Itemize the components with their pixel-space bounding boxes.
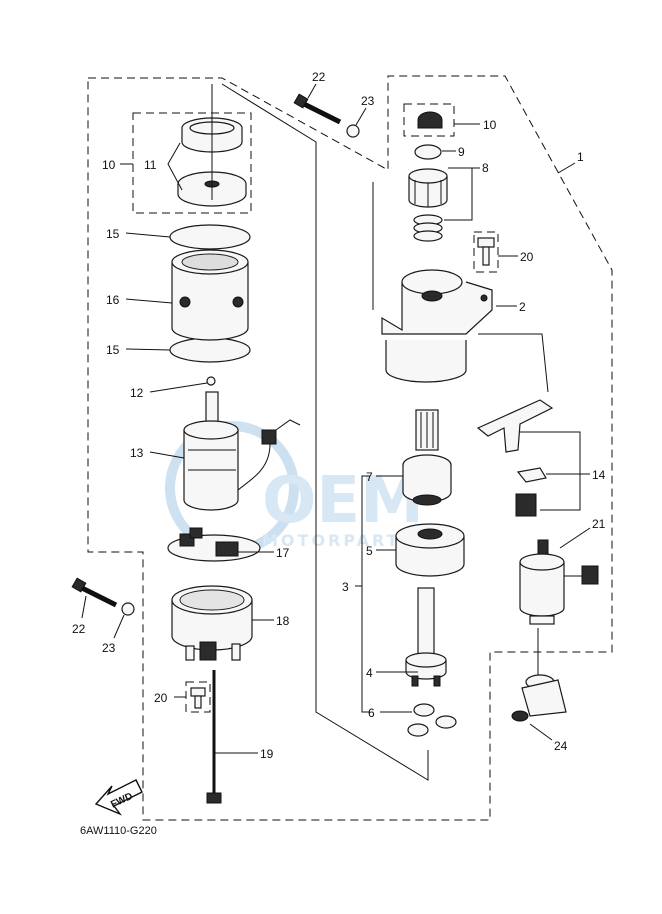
callout-23-top: 23 — [361, 94, 375, 108]
part-spring-8 — [413, 214, 443, 242]
part-oring-15-top — [169, 224, 251, 250]
part-brush-holder-17 — [167, 527, 261, 562]
callout-16: 16 — [106, 293, 120, 307]
fwd-arrow-icon: FWD — [94, 779, 143, 816]
part-planet-shaft-4 — [405, 587, 447, 687]
part-armature-13 — [183, 391, 301, 511]
part-solenoid-21 — [519, 539, 599, 625]
callout-11: 11 — [144, 158, 157, 172]
callout-8: 8 — [482, 161, 489, 175]
part-lever-14 — [476, 399, 554, 517]
group-box-10-left — [132, 112, 252, 214]
callout-19: 19 — [260, 747, 274, 761]
callout-5: 5 — [366, 544, 373, 558]
diagram-code: 6AW1110-G220 — [80, 825, 157, 837]
callout-9: 9 — [458, 145, 465, 159]
part-through-bolt-19 — [206, 670, 222, 804]
callout-14: 14 — [592, 468, 606, 482]
callout-2: 2 — [519, 300, 526, 314]
part-yoke-16 — [171, 249, 249, 341]
part-oring-15-bottom — [169, 337, 251, 363]
part-pinion-8 — [408, 168, 448, 208]
callout-23-left: 23 — [102, 641, 116, 655]
part-washer-23-left — [121, 602, 135, 616]
part-nut-24 — [511, 710, 529, 722]
part-screw-20-right — [473, 231, 499, 273]
assembly-outline — [87, 75, 613, 821]
callout-22-left: 22 — [72, 622, 86, 636]
callout-22-top: 22 — [312, 70, 326, 84]
callout-7: 7 — [366, 470, 373, 484]
part-gears-6 — [407, 703, 457, 737]
watermark-sub: MOTORPARTS — [262, 531, 415, 550]
part-bolt-22-left — [71, 577, 118, 608]
callout-17: 17 — [276, 546, 290, 560]
callout-leaders — [81, 83, 591, 754]
callout-10-left: 10 — [102, 158, 116, 172]
part-gear-carrier-5 — [395, 523, 465, 577]
callout-6: 6 — [368, 706, 375, 720]
part-bolt-22-top — [293, 93, 342, 125]
bracket-3 — [361, 475, 370, 713]
callout-18: 18 — [276, 614, 290, 628]
part-clip-9 — [414, 144, 442, 160]
watermark-brand: OEM — [262, 464, 424, 538]
callout-3: 3 — [342, 580, 349, 594]
part-drive-housing-2 — [381, 269, 493, 383]
part-plunger — [521, 674, 567, 717]
group-box-10-right — [403, 103, 455, 137]
callout-24: 24 — [554, 739, 568, 753]
callout-1: 1 — [577, 150, 584, 164]
callout-12: 12 — [130, 386, 144, 400]
callout-labels: 1 2 3 4 5 6 7 8 9 10 10 11 12 13 14 15 1… — [72, 70, 606, 761]
callout-20-left: 20 — [154, 691, 168, 705]
part-ball-12 — [206, 376, 216, 386]
part-shaft-7 — [402, 409, 452, 506]
part-washer-23-top — [346, 124, 360, 138]
callout-20-right: 20 — [520, 250, 534, 264]
part-end-cover-18 — [171, 585, 253, 661]
callout-15-bottom: 15 — [106, 343, 120, 357]
part-cap-10 — [417, 111, 443, 129]
callout-21: 21 — [592, 517, 606, 531]
callout-10-right: 10 — [483, 118, 497, 132]
callout-15-top: 15 — [106, 227, 120, 241]
callout-4: 4 — [366, 666, 373, 680]
callout-13: 13 — [130, 446, 144, 460]
part-screw-20-left — [185, 681, 211, 713]
